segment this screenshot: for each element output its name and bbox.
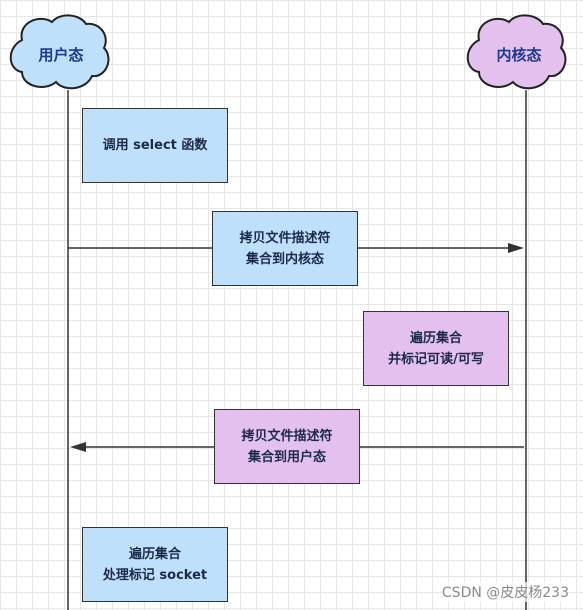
arrow-to-user-head (70, 442, 86, 452)
user-space-label: 用户态 (38, 46, 84, 64)
copy-to-kernel-line-2: 集合到内核态 (245, 251, 324, 267)
call-select-box: 调用 select 函数 (82, 108, 228, 183)
copy-to-user-line-2: 集合到用户态 (247, 449, 326, 465)
call-select-text: 调用 select 函数 (102, 138, 208, 153)
copy-to-user-line-1: 拷贝文件描述符 (241, 428, 333, 444)
kernel-traverse-box: 遍历集合 并标记可读/可写 (363, 311, 509, 386)
copy-to-kernel-line-1: 拷贝文件描述符 (239, 230, 331, 246)
csdn-watermark: CSDN @皮皮杨233 (441, 582, 569, 602)
user-traverse-line-2: 处理标记 socket (102, 567, 208, 583)
copy-to-kernel-box: 拷贝文件描述符 集合到内核态 (212, 211, 358, 286)
arrow-to-kernel-head (508, 243, 524, 253)
user-traverse-box: 遍历集合 处理标记 socket (82, 527, 228, 602)
kernel-cloud-shape (466, 14, 567, 90)
copy-to-user-box: 拷贝文件描述符 集合到用户态 (214, 409, 360, 484)
kernel-space-label: 内核态 (496, 46, 542, 64)
user-cloud-shape (9, 14, 110, 90)
kernel-traverse-line-2: 并标记可读/可写 (388, 351, 484, 367)
kernel-traverse-line-1: 遍历集合 (409, 330, 462, 346)
user-traverse-line-1: 遍历集合 (128, 546, 181, 562)
